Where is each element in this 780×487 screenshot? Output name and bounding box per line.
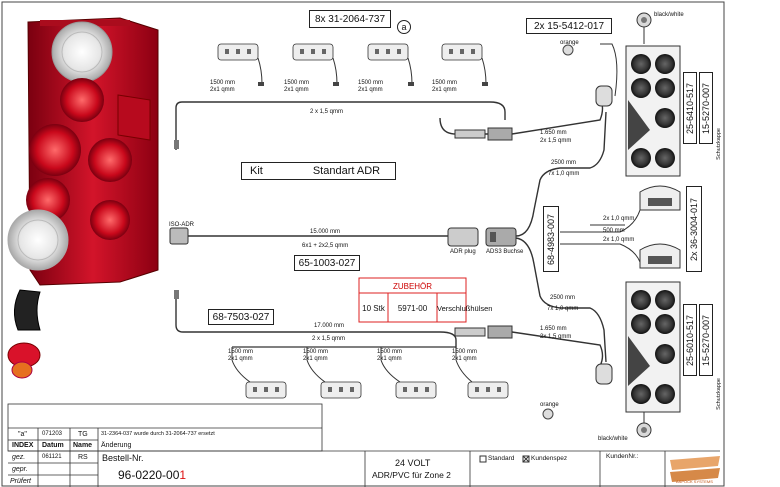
marker-bot-cs-1: 2x1 qmm: [228, 356, 253, 362]
side-marker-lamps: [639, 185, 681, 269]
order-number-suffix: 1: [179, 468, 187, 482]
rev-index: "a": [18, 431, 27, 438]
orange-marker-bottom: [636, 422, 652, 438]
gez-name: RS: [78, 454, 88, 461]
marker-bot-cs-3: 2x1 qmm: [377, 356, 402, 362]
rear-lamp-bottom-drawing: [625, 281, 681, 413]
accessory-header: ZUBEHÖR: [392, 281, 433, 291]
rear-len: 17.000 mm: [314, 323, 345, 329]
cap-label-bottom: Schutzkappe: [716, 378, 722, 410]
marker-len-2: 1500 mm: [284, 80, 310, 86]
lamp-bot-cs: 2x 1,5 qmm: [540, 334, 572, 340]
orange-label-top: orange: [560, 40, 579, 46]
lamp-bottom-part-b: 15-5270-007: [699, 304, 713, 376]
top-marker-lamps: [217, 43, 483, 61]
orange-label-bottom: orange: [540, 402, 559, 408]
rear-lamp-photo: [7, 17, 159, 379]
main-len: 15.000 mm: [310, 229, 341, 235]
marker-cs-3: 2x1 qmm: [358, 87, 383, 93]
side-marker-part: 2x 36-3004-017: [686, 186, 702, 272]
rev-date: 071203: [42, 431, 63, 437]
marker-bot-cs-2: 2x1 qmm: [303, 356, 328, 362]
rear-cs: 2 x 1,5 qmm: [312, 336, 346, 342]
main-cs: 6x1 + 2x2,5 qmm: [302, 243, 349, 249]
voltage: 24 VOLT: [395, 458, 431, 468]
marker-len-3: 1500 mm: [358, 80, 384, 86]
branch-bot-cs: 7x 1,0 qmm: [547, 306, 579, 312]
orange-top-part: 2x 15-5412-017: [526, 18, 612, 34]
adr-socket-label: ADS3 Buchse: [486, 249, 524, 255]
spec: ADR/PVC für Zone 2: [372, 470, 451, 480]
company-logo: [670, 456, 720, 482]
marker-bot-len-2: 1500 mm: [303, 349, 329, 355]
marker-bot-cs-4: 2x1 qmm: [452, 356, 477, 362]
bottom-marker-lamps: [245, 381, 509, 399]
top-run-cs: 2 x 1,5 qmm: [310, 109, 344, 115]
kit-box: Kit Standart ADR: [241, 162, 396, 180]
plug-label: ISO-ADR: [169, 222, 195, 228]
h-index: INDEX: [12, 442, 34, 449]
marker-bot-len-3: 1500 mm: [377, 349, 403, 355]
bw-label-top: black/white: [654, 12, 684, 18]
geprueft-label: Prüfert: [10, 478, 32, 485]
cap-label-top: Schutzkappe: [716, 128, 722, 160]
lamp-bottom-part-a: 25-6010-517: [683, 304, 697, 376]
lamp-top-len: 1.650 mm: [540, 130, 567, 136]
orange-marker-top: [636, 12, 652, 28]
gez-label: gez.: [12, 454, 26, 461]
main-cable-part: 65-1003-027: [294, 255, 360, 271]
accessory-qty: 10 Stk: [362, 303, 385, 313]
kit-standard: Standart ADR: [312, 165, 381, 177]
marker-bot-len-4: 1500 mm: [452, 349, 478, 355]
h-change: Änderung: [101, 442, 132, 449]
side-b-cs: 2x 1,0 qmm: [603, 237, 635, 243]
bw-label-bottom: black/white: [598, 436, 628, 442]
rear-lamp-top-drawing: [625, 45, 681, 177]
distributor-part: 68-4983-007: [543, 206, 559, 272]
logo-text: ASPÖCK SYSTEMS: [676, 479, 713, 484]
branch-bot-len: 2500 mm: [550, 295, 576, 301]
standard-option[interactable]: Standard: [488, 455, 515, 462]
accessory-part: 5971-00: [397, 303, 428, 313]
branch-top-cs: 7x 1,0 qmm: [548, 171, 580, 177]
marker-len-1: 1500 mm: [210, 80, 236, 86]
lamp-top-part-a: 25-6410-517: [683, 72, 697, 144]
h-name: Name: [73, 442, 93, 449]
kunden-nr-label: KundenNr.:: [606, 453, 639, 460]
accessory-desc: Verschlußhülsen: [437, 303, 493, 313]
order-number: 96-0220-001: [118, 468, 186, 482]
side-len: 500 mm: [603, 228, 625, 234]
order-label: Bestell-Nr.: [102, 453, 144, 463]
side-a-cs: 2x 1,0 qmm: [603, 216, 635, 222]
marker-cs-2: 2x1 qmm: [284, 87, 309, 93]
adr-plug-label: ADR plug: [450, 249, 476, 255]
title-block: [7, 403, 720, 487]
gez-date: 061121: [42, 454, 62, 460]
lamp-top-cs: 2x 1,5 qmm: [540, 138, 572, 144]
rear-cable-part: 68-7503-027: [208, 309, 274, 325]
order-number-prefix: 96-0220-00: [118, 468, 180, 482]
marker-group-top-part: 8x 31-2064-737: [309, 10, 391, 28]
kundenspez-option[interactable]: Kundenspez: [531, 455, 568, 462]
kit-label: Kit: [250, 165, 263, 177]
marker-cs-1: 2x1 qmm: [210, 87, 235, 93]
rev-change: 31-2364-037 wurde durch 31-2064-737 erse…: [101, 431, 215, 437]
rev-name: TG: [78, 431, 88, 438]
marker-len-4: 1500 mm: [432, 80, 458, 86]
branch-top-len: 2500 mm: [551, 160, 577, 166]
revision-circle: a: [397, 20, 411, 34]
h-date: Datum: [42, 442, 64, 449]
lamp-bot-len: 1.650 mm: [540, 326, 567, 332]
marker-bot-len-1: 1500 mm: [228, 349, 254, 355]
lamp-top-part-b: 15-5270-007: [699, 72, 713, 144]
gepr-label: gepr.: [12, 466, 28, 473]
marker-cs-4: 2x1 qmm: [432, 87, 457, 93]
